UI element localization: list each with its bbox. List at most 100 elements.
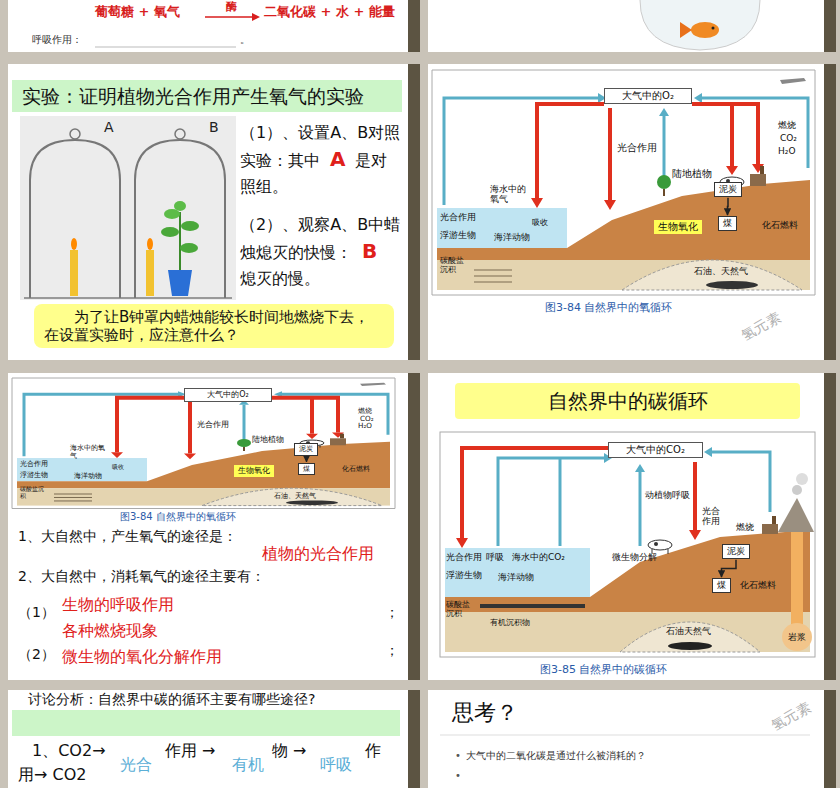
figure-label: 光合作用 bbox=[20, 460, 48, 468]
bell-jar-experiment bbox=[20, 116, 236, 300]
figure-label: 海水中的氧气 bbox=[70, 444, 106, 461]
bullet-text: 大气中的二氧化碳是通过什么被消耗的？ bbox=[466, 750, 646, 762]
figure-label: 海水中的氧气 bbox=[490, 184, 526, 205]
answer-text: 生物的呼吸作用 bbox=[62, 596, 174, 614]
figure-label: 碳酸盐沉积 bbox=[446, 600, 474, 618]
coal-box: 煤 bbox=[298, 463, 315, 476]
bullet: • bbox=[455, 770, 461, 782]
carbon-cycle-figure bbox=[440, 432, 815, 657]
atmosphere-box: 大气中的CO₂ bbox=[608, 442, 703, 458]
figure-label: 光合作用 bbox=[440, 212, 476, 222]
figure-label: 微生物分解 bbox=[612, 552, 657, 562]
box-text: 为了让B钟罩内蜡烛能较长时间地燃烧下去，在设置实验时，应注意什么？ bbox=[44, 308, 384, 344]
figure-caption: 图3-84 自然界中的氧循环 bbox=[120, 511, 236, 523]
connector bbox=[305, 457, 307, 462]
answer-text: 植物的光合作用 bbox=[262, 545, 374, 563]
text-flow: （1）、设置A、B对照实验：其中A是对照组。（2）、观察A、B中蜡烛熄灭的快慢：… bbox=[240, 120, 402, 304]
cycle-step: 作 bbox=[365, 742, 381, 760]
oxygen-cycle-figure bbox=[432, 70, 815, 295]
question-text: 1、大自然中，产生氧气的途径是： bbox=[18, 528, 237, 544]
title-band: 实验：证明植物光合作用产生氧气的实验 bbox=[12, 80, 402, 112]
reaction-arrow bbox=[205, 13, 260, 21]
paragraph: （1）、设置A、B对照实验：其中A是对照组。 bbox=[240, 120, 402, 200]
highlight-box: 生物氧化 bbox=[654, 220, 702, 234]
figure-caption: 图3-85 自然界中的碳循环 bbox=[540, 664, 667, 677]
punctuation: ； bbox=[385, 604, 399, 620]
figure-label: 岩浆 bbox=[788, 632, 806, 642]
box-text: 大气中的O₂ bbox=[609, 90, 687, 102]
jar-label: B bbox=[209, 119, 219, 135]
prompt-text: 呼吸作用： bbox=[32, 34, 82, 46]
answer-text: 呼吸 bbox=[320, 756, 352, 774]
figure-label: 光合作用 bbox=[702, 506, 724, 527]
figure-label: 石油、天然气 bbox=[274, 492, 316, 500]
box-text: 大气中的O₂ bbox=[189, 390, 267, 400]
body-text: 熄灭的慢。 bbox=[240, 269, 320, 288]
header-rule bbox=[440, 735, 810, 736]
question-box: 为了让B钟罩内蜡烛能较长时间地燃烧下去，在设置实验时，应注意什么？ bbox=[34, 304, 394, 348]
figure-label: 浮游生物 bbox=[446, 570, 482, 580]
equation-term: 葡萄糖 + 氧气 bbox=[95, 5, 180, 20]
peat-box: 泥炭 bbox=[714, 182, 742, 197]
box-text: 煤 bbox=[303, 465, 310, 474]
figure-caption: 图3-84 自然界中的氧循环 bbox=[545, 302, 672, 315]
box-text: 泥炭 bbox=[719, 184, 737, 195]
figure-label: 碳酸盐沉积 bbox=[20, 486, 48, 501]
cycle-step: 作用 → bbox=[165, 742, 216, 760]
punctuation: 。 bbox=[240, 34, 250, 46]
box-text: 泥炭 bbox=[299, 445, 313, 454]
figure-label: 光合作用 bbox=[446, 552, 482, 562]
slide-heading: 思考？ bbox=[452, 700, 518, 725]
box-text: 生物氧化 bbox=[658, 221, 698, 233]
figure-label: H₂O bbox=[358, 422, 372, 430]
box-text: 生物氧化 bbox=[238, 466, 270, 476]
section-band bbox=[12, 710, 400, 736]
goldfish-bowl bbox=[640, 0, 760, 50]
figure-label: 海洋动物 bbox=[494, 232, 530, 242]
bullet: • bbox=[455, 750, 461, 762]
figure-label: 光合作用 bbox=[197, 420, 229, 429]
atmosphere-box: 大气中的O₂ bbox=[184, 388, 272, 402]
box-text: 大气中的CO₂ bbox=[613, 444, 698, 456]
figure-label: 燃烧 bbox=[778, 120, 796, 130]
cycle-step: 1、CO2→ bbox=[32, 742, 106, 760]
enzyme-label: 酶 bbox=[226, 1, 237, 14]
punctuation: ； bbox=[385, 642, 399, 658]
list-number: （2） bbox=[18, 646, 55, 662]
figure-label: 海洋动物 bbox=[498, 572, 534, 582]
list-number: （1） bbox=[18, 604, 55, 620]
atmosphere-box: 大气中的O₂ bbox=[604, 88, 692, 104]
figure-label: 浮游生物 bbox=[20, 471, 48, 479]
connector bbox=[722, 560, 737, 577]
coal-box: 煤 bbox=[712, 578, 731, 593]
cycle-step: 用→ CO2 bbox=[18, 766, 86, 784]
figure-label: 碳酸盐沉积 bbox=[440, 256, 468, 274]
figure-label: 吸收 bbox=[112, 464, 124, 471]
jar-label: A bbox=[104, 119, 114, 135]
figure-label: 光合作用 bbox=[617, 142, 657, 154]
answer-blank bbox=[95, 47, 236, 48]
figure-label: 呼吸 bbox=[486, 552, 504, 562]
figure-label: CO₂ bbox=[780, 133, 797, 143]
figure-label: 海洋动物 bbox=[74, 472, 102, 480]
figure-label: 动植物呼吸 bbox=[645, 490, 690, 500]
figure-label: 海水中的CO₂ bbox=[512, 552, 565, 562]
figure-label: 吸收 bbox=[532, 218, 548, 227]
discussion-heading: 讨论分析：自然界中碳的循环主要有哪些途径? bbox=[28, 691, 315, 707]
figure-label: 化石燃料 bbox=[740, 580, 776, 590]
figure-label: 燃烧 bbox=[736, 522, 754, 532]
answer-text: 微生物的氧化分解作用 bbox=[62, 648, 222, 666]
box-text: 自然界中的碳循环 bbox=[461, 389, 794, 413]
box-text: 实验：证明植物光合作用产生氧气的实验 bbox=[22, 84, 392, 108]
cycle-step: 物 → bbox=[272, 742, 307, 760]
figure-label: H₂O bbox=[778, 146, 795, 156]
answer-text: 光合 bbox=[120, 756, 152, 774]
answer-text: A bbox=[330, 147, 345, 171]
box-text: 煤 bbox=[723, 218, 732, 229]
figure-label: 石油天然气 bbox=[666, 626, 711, 636]
answer-text: 有机 bbox=[232, 756, 264, 774]
peat-box: 泥炭 bbox=[722, 544, 750, 559]
slide-panels bbox=[8, 0, 836, 788]
